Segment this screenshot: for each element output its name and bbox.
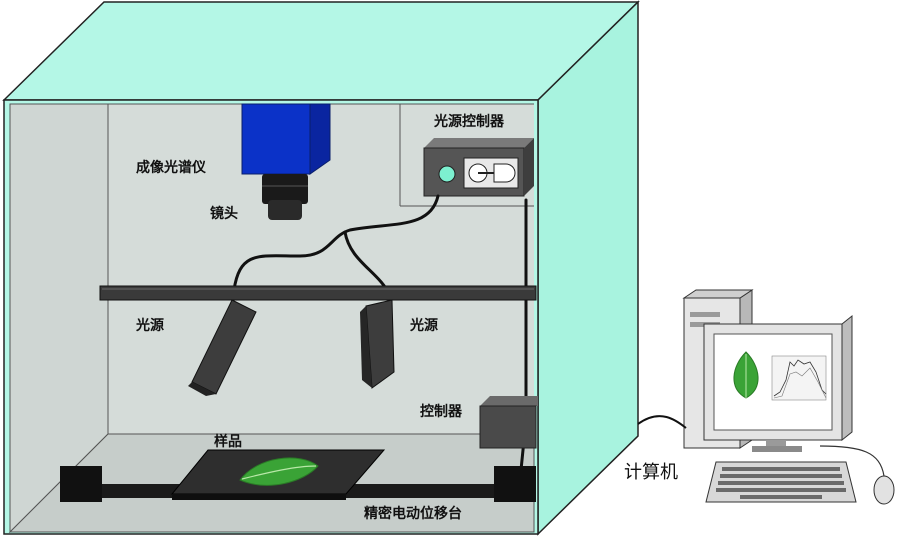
stage-end-right	[494, 466, 536, 502]
cable-controller-to-light	[232, 194, 440, 292]
indicator-light-icon	[438, 165, 456, 183]
light-source-left	[188, 299, 257, 396]
stage-controller-top	[480, 396, 538, 406]
label-precision-stage: 精密电动位移台	[364, 505, 462, 522]
leaf-vein	[241, 465, 317, 480]
monitor-back	[841, 314, 853, 442]
leaf-icon	[239, 457, 319, 486]
stage-controller-box	[479, 405, 537, 449]
connector-icon	[493, 163, 516, 183]
label-light-source-controller: 光源控制器	[433, 113, 505, 130]
label-sample: 样品	[214, 433, 242, 450]
computer-tower-top	[682, 289, 754, 299]
precision-stage	[60, 449, 536, 502]
light-source-controller	[423, 138, 534, 197]
keyboard-keys	[716, 467, 846, 499]
mouse-cable	[819, 445, 885, 477]
controller-side	[524, 138, 534, 196]
label-light-source-right: 光源	[409, 317, 438, 334]
screen-spectrum-curve	[773, 367, 827, 399]
screen-spectrum-curve	[773, 359, 827, 397]
stage-controller	[479, 396, 538, 449]
light-bar-right-face	[360, 306, 372, 388]
stage-end-left	[60, 466, 102, 502]
monitor-neck	[766, 440, 786, 448]
crossbar	[99, 285, 537, 301]
lens-lower	[268, 200, 302, 220]
cable-chamber-to-computer	[637, 415, 687, 429]
label-light-source-left: 光源	[135, 317, 164, 334]
hyperspectral-imager	[241, 103, 331, 175]
label-lens: 镜头	[210, 205, 238, 222]
drive-bay	[690, 312, 720, 317]
imager-side	[309, 103, 331, 175]
lens	[262, 174, 308, 220]
label-hyperspectral-imager: 成像光谱仪	[136, 159, 207, 176]
screen-plot-area	[771, 355, 827, 401]
chamber-top-face	[2, 1, 640, 101]
monitor-base	[752, 446, 802, 452]
imaging-chamber	[2, 0, 640, 536]
light-bar-right	[365, 299, 395, 389]
lens-upper	[262, 174, 308, 204]
computer	[637, 289, 895, 505]
crossbar-bar	[99, 285, 537, 301]
light-source-right	[360, 299, 395, 389]
sample-leaf	[239, 457, 319, 486]
label-computer: 计算机	[624, 462, 678, 483]
mouse-icon	[873, 475, 895, 505]
label-controller: 控制器	[420, 403, 463, 420]
stage-platform-edge	[172, 494, 346, 500]
light-bar-left-face	[188, 382, 216, 396]
controller-top	[424, 138, 534, 148]
